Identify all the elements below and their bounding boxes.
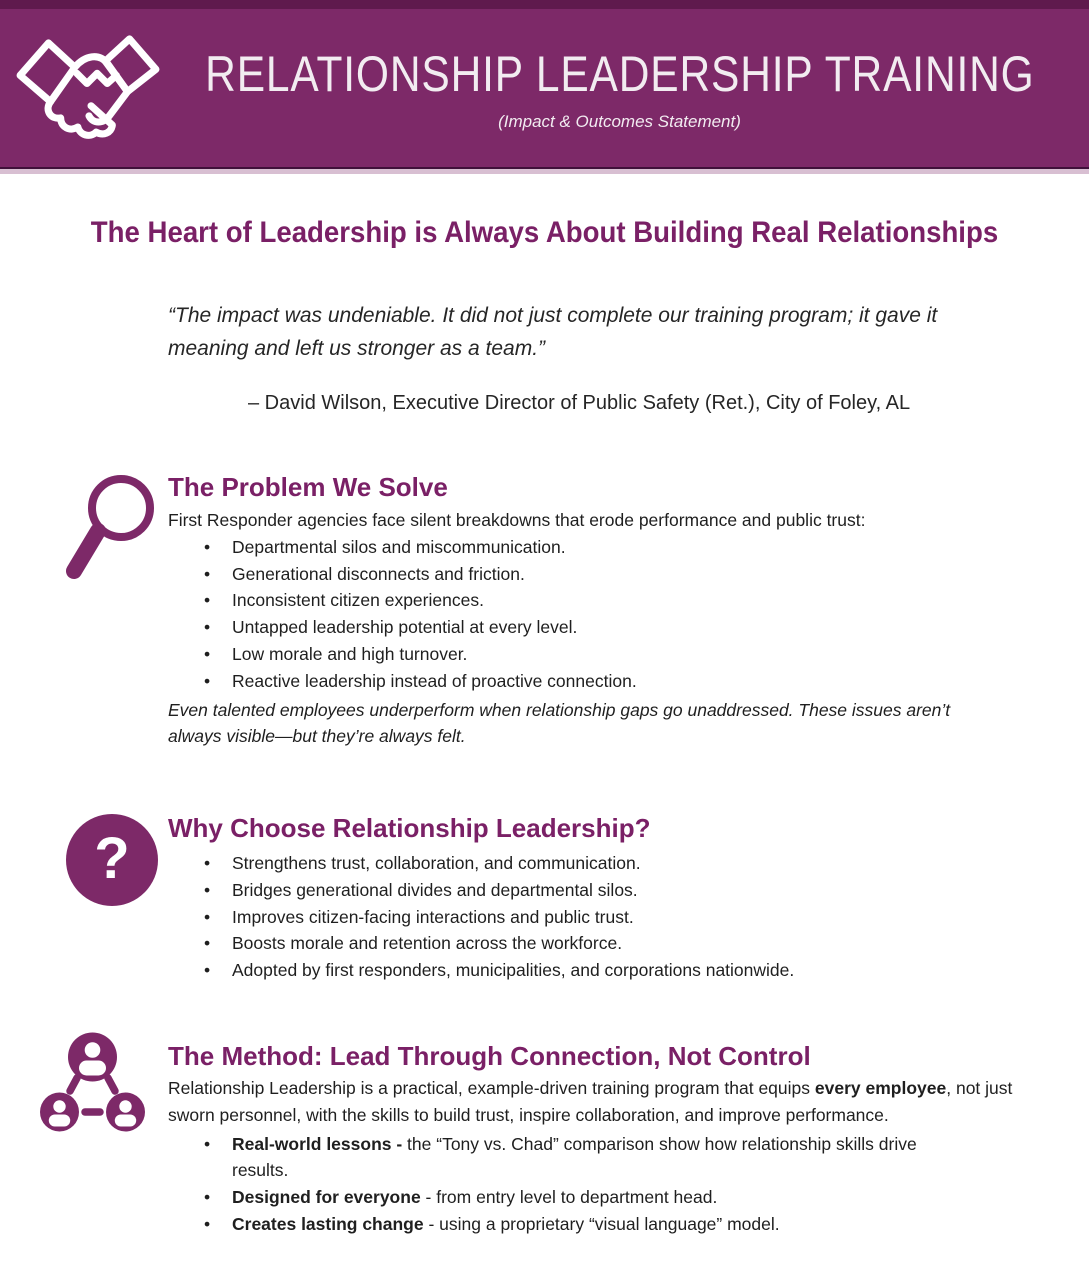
magnifying-glass-icon <box>64 475 159 592</box>
list-item: Improves citizen-facing interactions and… <box>168 904 1057 931</box>
problem-content: The Problem We Solve First Responder age… <box>168 471 1057 750</box>
bullet-lead: Designed for everyone <box>232 1187 421 1208</box>
section-problem: The Problem We Solve First Responder age… <box>0 471 1089 750</box>
page-subtitle: (Impact & Outcomes Statement) <box>498 111 741 131</box>
method-title: The Method: Lead Through Connection, Not… <box>168 1041 811 1071</box>
why-content: Why Choose Relationship Leadership? Stre… <box>168 812 1057 984</box>
list-item: Real-world lessons - the “Tony vs. Chad”… <box>168 1131 977 1185</box>
bullet-rest: the “Tony vs. Chad” comparison show how … <box>232 1133 917 1181</box>
header-band: RELATIONSHIP LEADERSHIP TRAINING (Impact… <box>0 0 1089 167</box>
list-item: Strengthens trust, collaboration, and co… <box>168 850 1057 877</box>
list-item: Bridges generational divides and departm… <box>168 877 1057 904</box>
list-item: Reactive leadership instead of proactive… <box>168 668 1057 695</box>
list-item: Departmental silos and miscommunication. <box>168 534 1057 561</box>
problem-bullet-list: Departmental silos and miscommunication.… <box>168 534 1057 695</box>
list-item: Low morale and high turnover. <box>168 641 1057 668</box>
why-bullet-list: Strengthens trust, collaboration, and co… <box>168 850 1057 984</box>
problem-outro: Even talented employees underperform whe… <box>168 699 951 747</box>
method-intro-pre: Relationship Leadership is a practical, … <box>168 1078 815 1098</box>
method-bullet-list: Real-world lessons - the “Tony vs. Chad”… <box>168 1131 1057 1238</box>
question-glyph: ? <box>94 825 130 891</box>
testimonial-attribution: – David Wilson, Executive Director of Pu… <box>248 392 911 414</box>
method-content: The Method: Lead Through Connection, Not… <box>168 1040 1057 1238</box>
bullet-lead: Real-world lessons - <box>232 1133 403 1154</box>
section-why: ? Why Choose Relationship Leadership? St… <box>0 812 1089 984</box>
bullet-rest: - from entry level to department head. <box>420 1187 718 1208</box>
problem-intro: First Responder agencies face silent bre… <box>168 510 866 530</box>
main-headline: The Heart of Leadership is Always About … <box>90 216 999 249</box>
list-item: Boosts morale and retention across the w… <box>168 930 1057 957</box>
problem-title: The Problem We Solve <box>168 472 448 502</box>
list-item: Generational disconnects and friction. <box>168 561 1057 588</box>
band-light-strip <box>0 169 1089 174</box>
method-intro-bold: every employee <box>814 1078 947 1098</box>
bullet-lead: Creates lasting change <box>232 1213 424 1234</box>
method-intro: Relationship Leadership is a practical, … <box>168 1075 1013 1129</box>
testimonial-quote: “The impact was undeniable. It did not j… <box>168 304 938 360</box>
method-intro-post: , not just sworn personnel, with the ski… <box>168 1078 1013 1125</box>
team-network-icon <box>40 1031 146 1138</box>
list-item: Untapped leadership potential at every l… <box>168 614 1057 641</box>
list-item: Adopted by first responders, municipalit… <box>168 957 1057 984</box>
list-item: Designed for everyone - from entry level… <box>168 1184 977 1211</box>
header-text-block: RELATIONSHIP LEADERSHIP TRAINING (Impact… <box>0 9 1089 167</box>
list-item: Inconsistent citizen experiences. <box>168 587 1057 614</box>
why-title: Why Choose Relationship Leadership? <box>168 813 651 843</box>
section-method: The Method: Lead Through Connection, Not… <box>0 1032 1089 1238</box>
page-title: RELATIONSHIP LEADERSHIP TRAINING <box>204 45 1035 102</box>
bullet-rest: - using a proprietary “visual language” … <box>423 1213 780 1234</box>
question-mark-icon: ? <box>66 814 158 906</box>
handshake-icon <box>12 25 164 150</box>
band-underline <box>0 167 1089 169</box>
list-item: Creates lasting change - using a proprie… <box>168 1211 977 1238</box>
